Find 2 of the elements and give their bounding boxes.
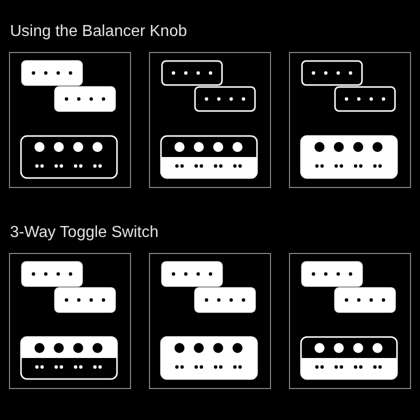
section-heading: Using the Balancer Knob	[10, 22, 187, 42]
section-heading: 3-Way Toggle Switch	[10, 223, 159, 243]
